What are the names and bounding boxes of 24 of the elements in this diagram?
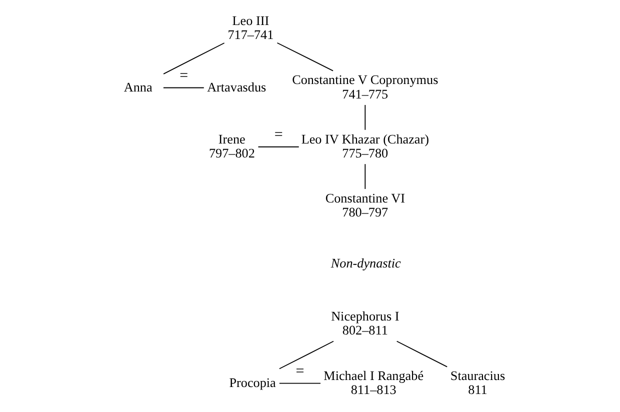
node-text: Leo IV Khazar (Chazar) 775–780 [300,131,428,160]
connector [162,42,224,74]
edge-label: = [295,364,304,380]
node-text: Irene 797–802 [208,131,254,160]
node-text: Michael I Rangabé 811–813 [323,368,424,397]
connector [364,164,366,190]
connector [278,382,320,384]
node-text: Procopia [228,374,276,390]
connector [364,104,366,130]
node-text: Nicephorus I 802–811 [330,308,399,338]
edge-label: = [179,68,188,84]
label: Non-dynastic [330,256,400,271]
connector [278,340,334,370]
node-text: Stauracius 811 [450,368,505,397]
node-text: Artavasdus [206,79,266,94]
node-text: Constantine V Copronymus 741–775 [292,72,438,102]
node-text: Anna [123,79,152,94]
node-text: Constantine VI 780–797 [324,190,404,220]
connector [162,87,204,88]
connector [276,42,334,72]
edge-label: = [274,127,282,144]
connector [257,146,299,148]
node-text: Leo III 717–741 [227,13,274,42]
connector [396,340,448,368]
